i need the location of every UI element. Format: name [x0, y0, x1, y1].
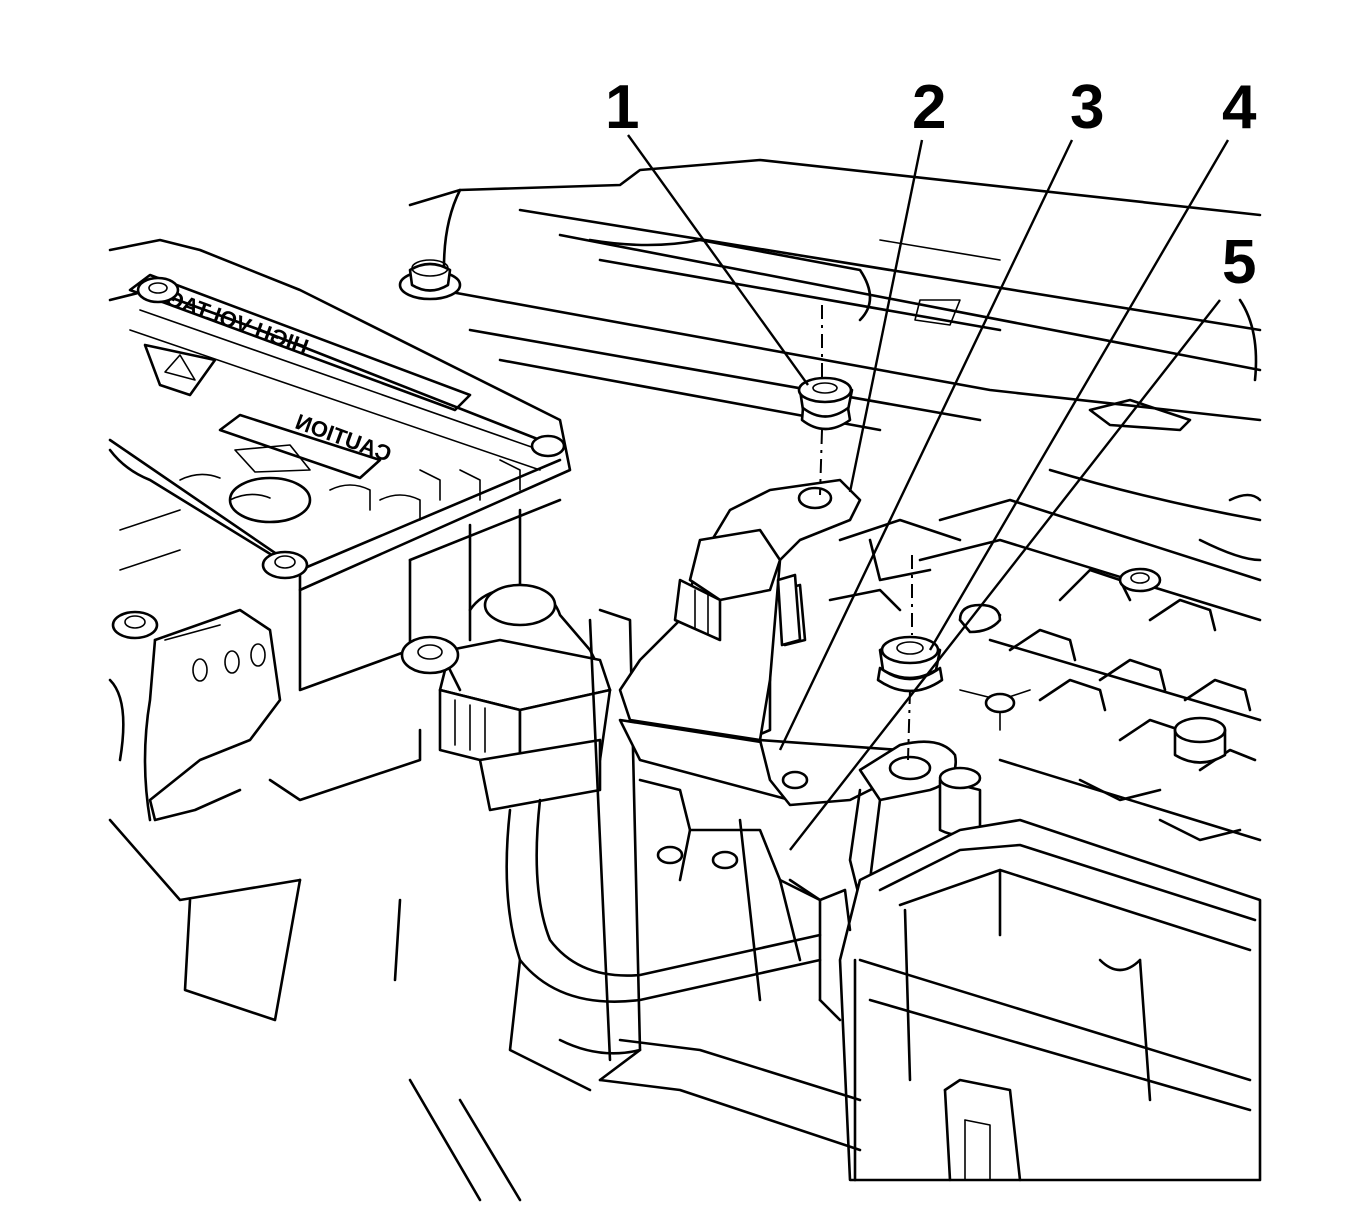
callout-numbers: 1 2 3 4 5: [605, 73, 1257, 297]
callout-1: 1: [605, 73, 639, 142]
caution-label: CAUTION: [292, 409, 395, 467]
lower-right-box: [838, 818, 1262, 1182]
nut-item-1: [797, 376, 854, 431]
left-bracket: [108, 608, 522, 1202]
callout-2: 2: [912, 73, 946, 142]
sensor-connector: [400, 583, 822, 1092]
ground-terminal: [848, 740, 982, 902]
housing-bolt: [398, 259, 462, 301]
callout-leaders: [627, 134, 1230, 851]
callout-5: 5: [1222, 228, 1256, 297]
nut-item-4: [876, 635, 944, 693]
lower-center-structure: [558, 778, 862, 1152]
callout-4: 4: [1222, 73, 1257, 142]
stud-item-3: [776, 573, 802, 647]
callout-3: 3: [1070, 73, 1104, 142]
upper-housing: [408, 158, 1262, 562]
assembly-axis-lines: [819, 305, 913, 761]
